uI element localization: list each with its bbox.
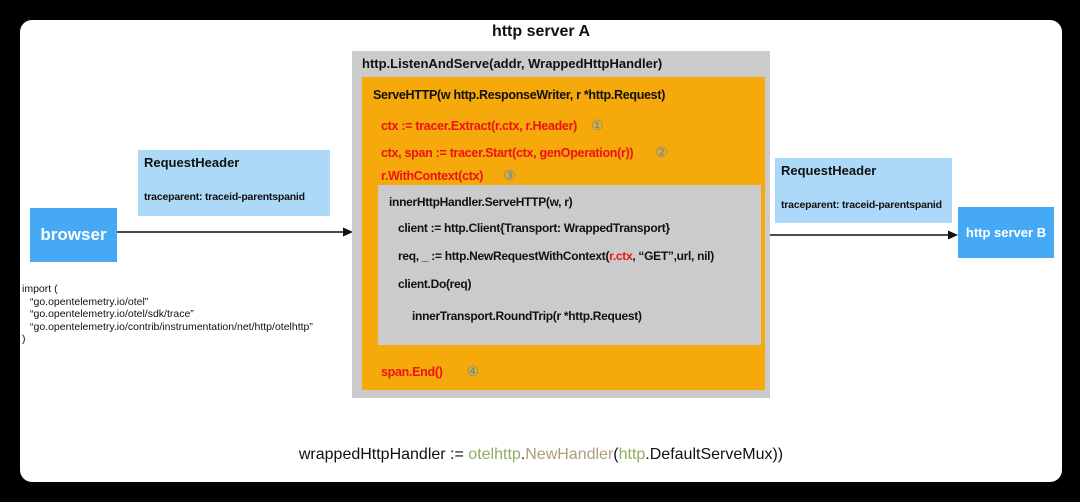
request-header-left-title: RequestHeader <box>144 155 240 170</box>
code-step-span-end: span.End() ④ <box>381 363 479 380</box>
inner-code-roundtrip: innerTransport.RoundTrip(r *http.Request… <box>412 309 642 323</box>
serve-http-box: ServeHTTP(w http.ResponseWriter, r *http… <box>362 77 765 390</box>
wrapped-handler-seg: .DefaultServeMux)) <box>645 446 784 463</box>
code-step-extract: ctx := tracer.Extract(r.ctx, r.Header) ① <box>381 117 604 134</box>
diagram-panel: http server A browser RequestHeader trac… <box>20 20 1062 482</box>
code-step-span-end-text: span.End() <box>381 365 443 379</box>
import-code-block: import ( “go.opentelemetry.io/otel” “go.… <box>22 283 367 346</box>
serve-http-signature: ServeHTTP(w http.ResponseWriter, r *http… <box>373 88 666 102</box>
step-marker-2: ② <box>655 144 668 160</box>
browser-node: browser <box>30 208 117 262</box>
request-arrow-left-icon <box>117 227 353 237</box>
request-header-right: RequestHeader traceparent: traceid-paren… <box>775 158 952 223</box>
step-marker-3: ③ <box>503 167 516 183</box>
inner-code-newrequest: req, _ := http.NewRequestWithContext(r.c… <box>398 249 714 263</box>
code-step-extract-text: ctx := tracer.Extract(r.ctx, r.Header) <box>381 119 578 133</box>
wrapped-handler-seg: . <box>520 446 526 463</box>
inner-code-newrequest-pre: req, _ := http.NewRequestWithContext( <box>398 249 610 263</box>
wrapped-handler-seg: otelhttp <box>468 446 521 463</box>
request-arrow-right-icon <box>770 230 958 240</box>
wrapped-handler-seg: http <box>618 446 646 463</box>
step-marker-1: ① <box>591 117 604 133</box>
request-header-right-title: RequestHeader <box>781 163 877 178</box>
code-step-withcontext: r.WithContext(ctx) ③ <box>381 167 516 184</box>
wrapped-handler-seg: ( <box>613 446 619 463</box>
code-step-start: ctx, span := tracer.Start(ctx, genOperat… <box>381 144 668 161</box>
request-header-left-value: traceparent: traceid-parentspanid <box>144 191 305 203</box>
step-marker-4: ④ <box>466 363 480 379</box>
page-title: http server A <box>491 23 591 40</box>
import-line: ) <box>22 333 26 345</box>
wrapped-handler-seg: NewHandler <box>525 446 614 463</box>
code-step-withcontext-text: r.WithContext(ctx) <box>381 169 484 183</box>
listen-and-serve-container: http.ListenAndServe(addr, WrappedHttpHan… <box>352 51 770 398</box>
browser-node-label: browser <box>40 225 107 244</box>
inner-code-servehttp: innerHttpHandler.ServeHTTP(w, r) <box>389 195 573 209</box>
listen-and-serve-header: http.ListenAndServe(addr, WrappedHttpHan… <box>362 56 663 71</box>
inner-code-client-do: client.Do(req) <box>398 277 472 291</box>
inner-code-newrequest-post: , “GET”,url, nil) <box>632 249 714 263</box>
server-b-node-label: http server B <box>965 225 1047 240</box>
wrapped-handler-code: wrappedHttpHandler := otelhttp.NewHandle… <box>20 446 1062 464</box>
import-line: import ( <box>22 283 58 295</box>
server-b-node: http server B <box>958 207 1054 258</box>
inner-code-client: client := http.Client{Transport: Wrapped… <box>398 221 670 235</box>
import-line: “go.opentelemetry.io/otel” <box>30 295 149 308</box>
request-header-right-value: traceparent: traceid-parentspanid <box>781 199 942 211</box>
inner-code-newrequest-rctx: r.ctx <box>609 249 633 263</box>
inner-handler-box: innerHttpHandler.ServeHTTP(w, r) client … <box>378 185 761 345</box>
wrapped-handler-seg: wrappedHttpHandler := <box>298 446 469 463</box>
import-line: “go.opentelemetry.io/otel/sdk/trace” <box>30 308 194 320</box>
request-header-left: RequestHeader traceparent: traceid-paren… <box>138 150 330 216</box>
code-step-start-text: ctx, span := tracer.Start(ctx, genOperat… <box>381 146 634 160</box>
import-line: “go.opentelemetry.io/contrib/instrumenta… <box>30 320 313 333</box>
